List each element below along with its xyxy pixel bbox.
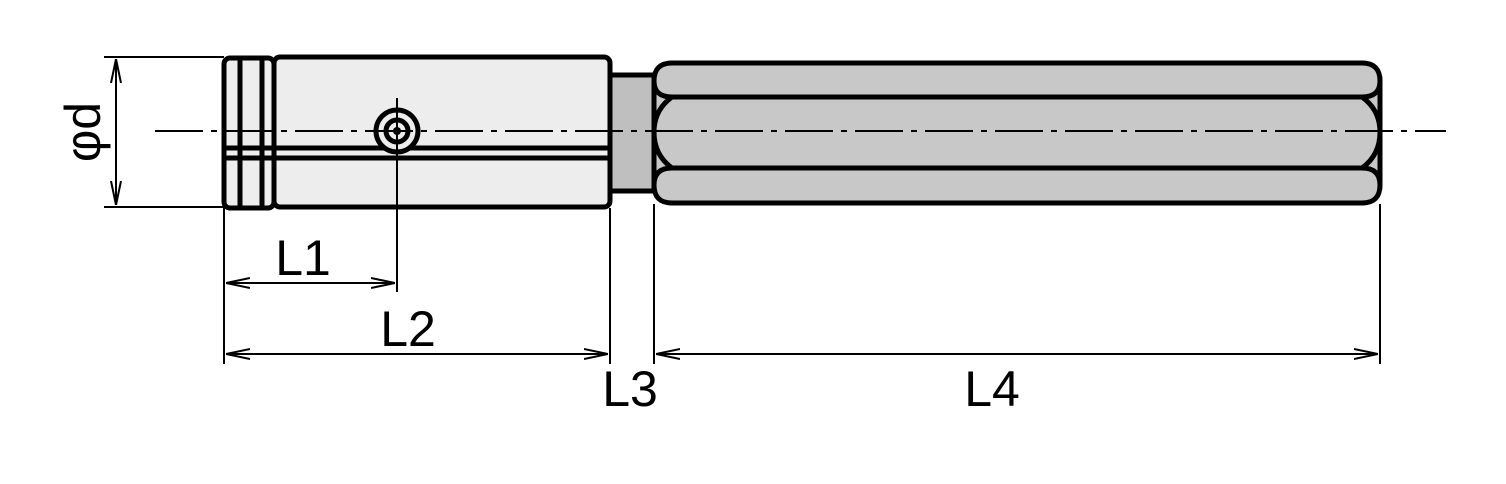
shank-face-bottom: [651, 165, 1383, 206]
l1-label: L1: [275, 230, 331, 286]
l2-label: L2: [380, 301, 436, 357]
diameter-label: φd: [55, 102, 111, 162]
dimension-l1: L1: [226, 230, 395, 286]
dimension-l2: L2: [226, 301, 608, 357]
shank-face-top: [651, 60, 1383, 100]
l3-label: L3: [602, 361, 658, 417]
dimension-l4: L4: [656, 354, 1378, 417]
diameter-dimension: φd: [55, 56, 224, 208]
hex-shank: [651, 60, 1383, 206]
holder-body: [221, 54, 613, 211]
l4-label: L4: [964, 361, 1020, 417]
holder-neck: [607, 72, 657, 194]
shank-face-middle: [651, 94, 1383, 171]
holder-nose: [221, 55, 277, 211]
